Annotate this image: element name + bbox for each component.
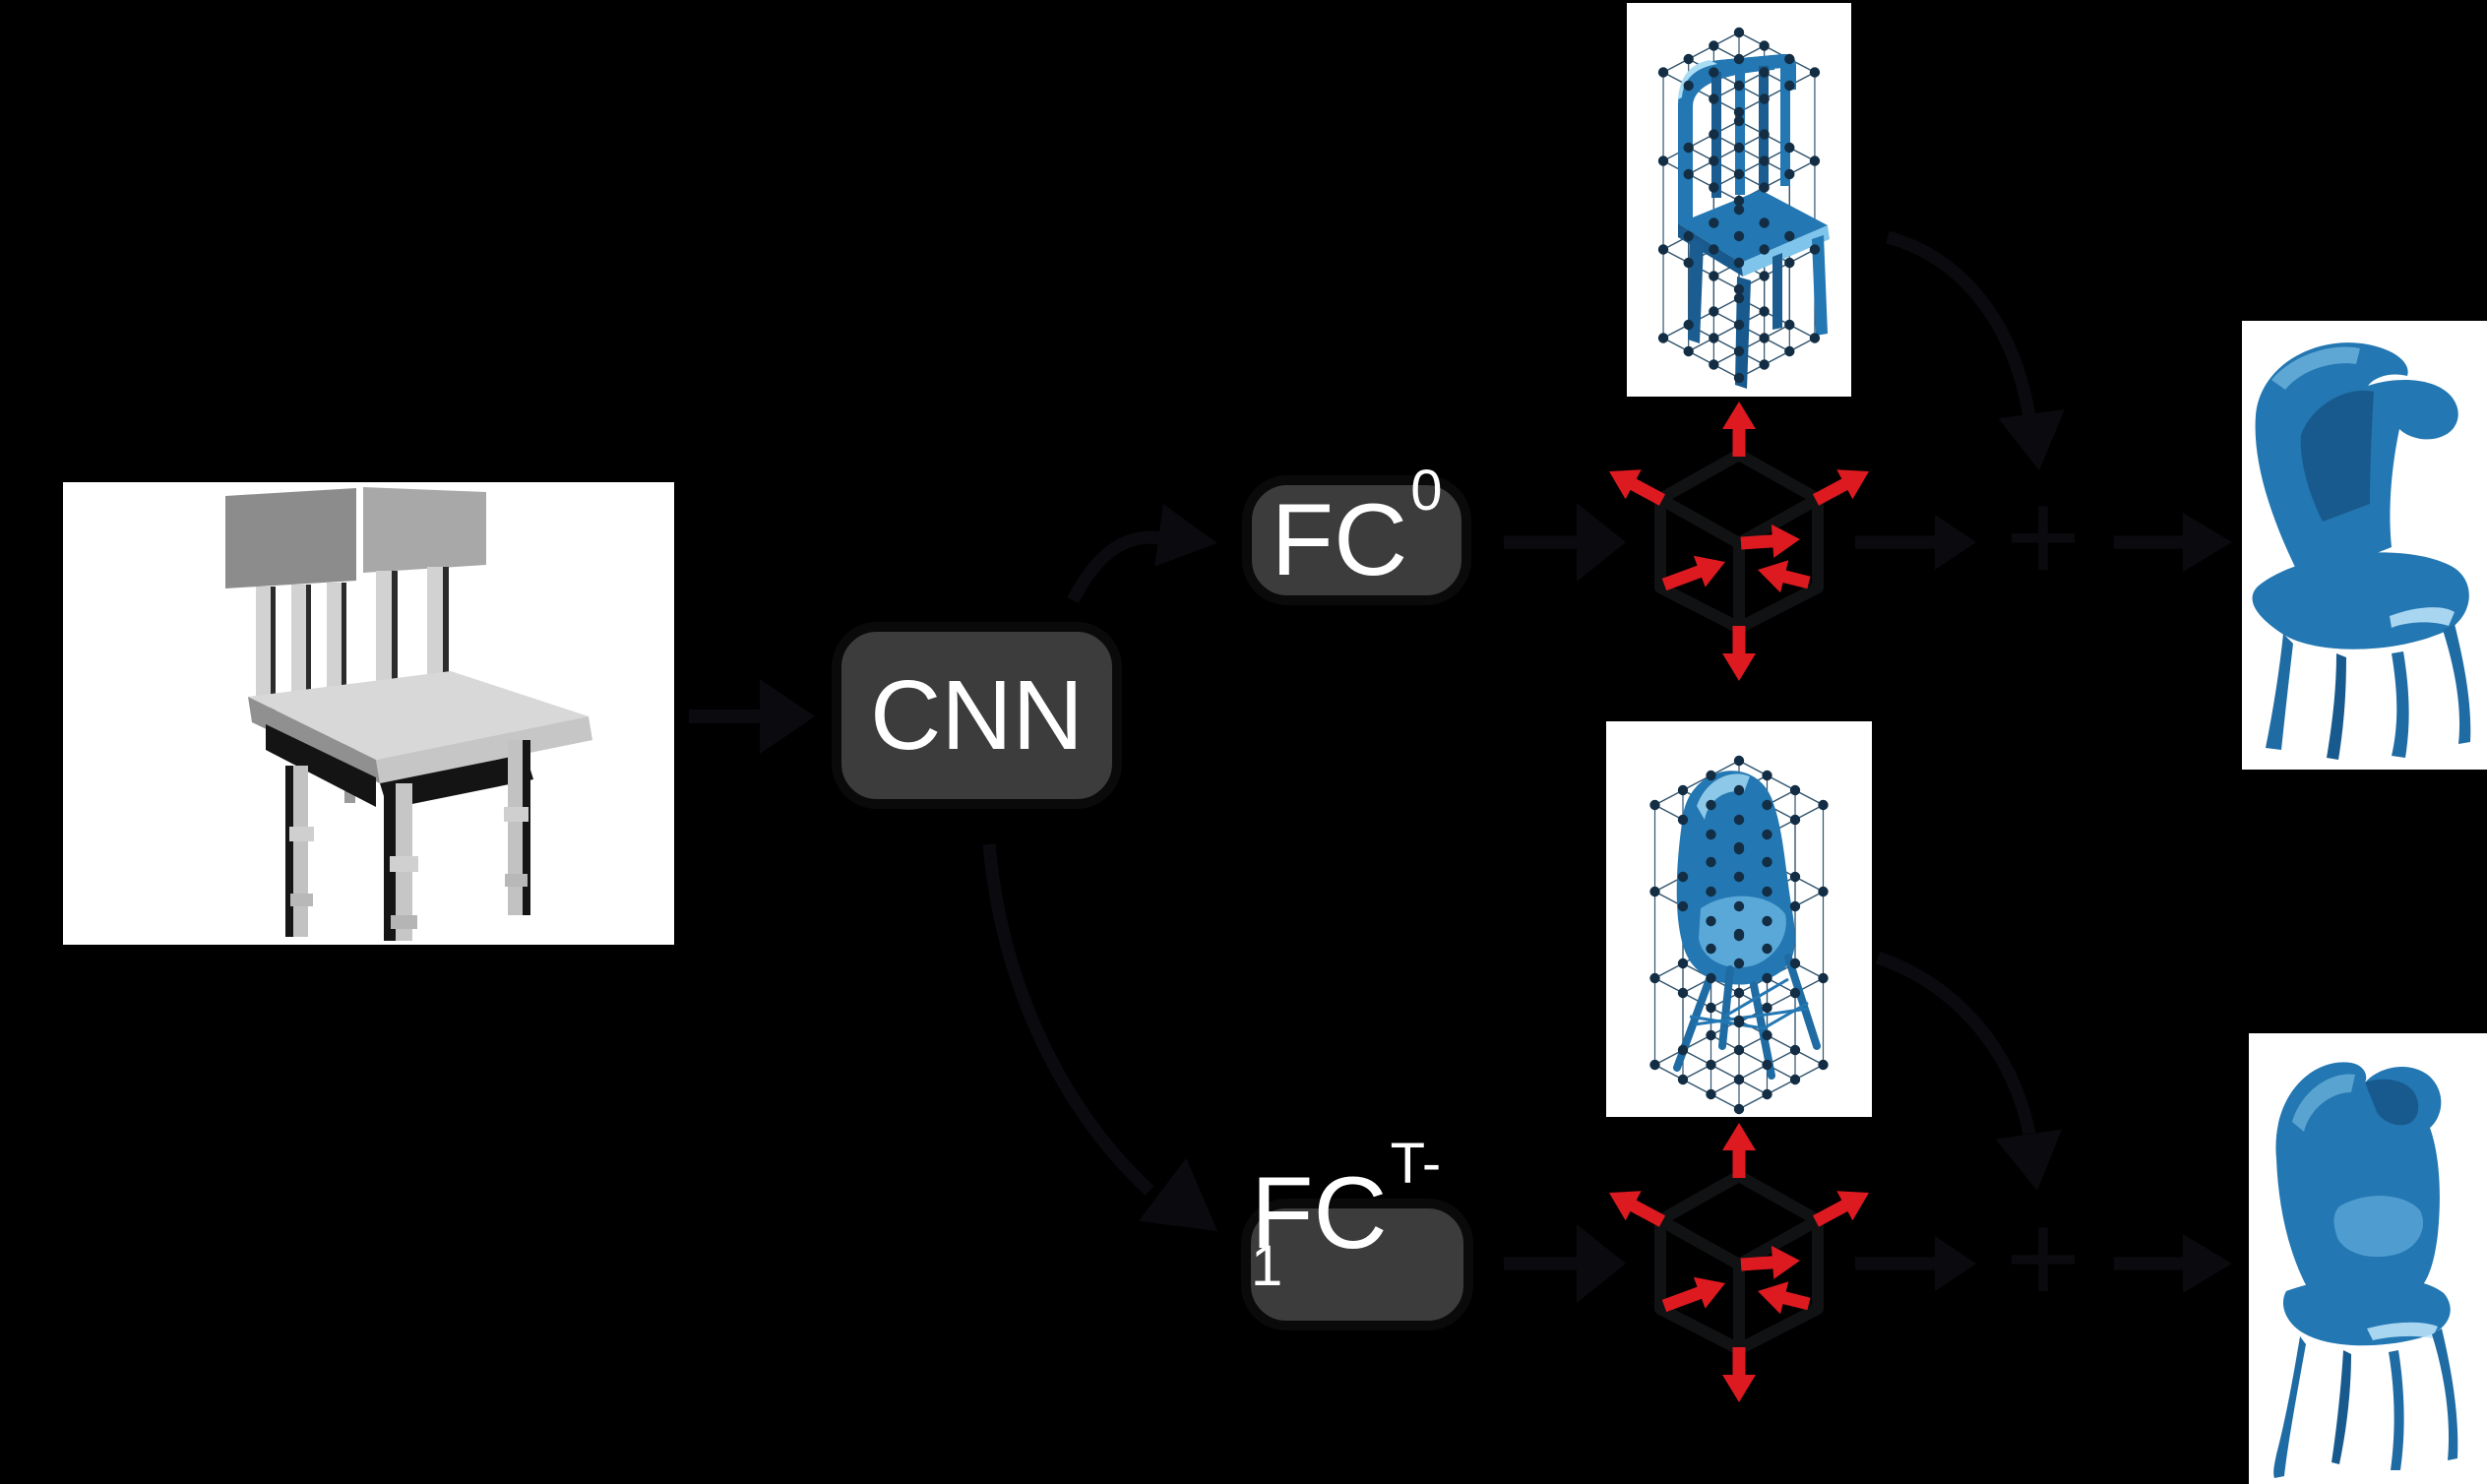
fc0-box: FC0 xyxy=(1242,463,1471,605)
plus-operator-bottom: + xyxy=(2005,1185,2082,1330)
fct-1-superscript: T-1 xyxy=(1251,1132,1442,1299)
fc0-label: FC xyxy=(1271,483,1408,597)
template-image-bottom-panel xyxy=(1606,721,1872,1117)
lattice-slat-chair xyxy=(1657,27,1830,389)
lattice-shell-chair xyxy=(1649,755,1829,1115)
output-image-bottom-panel xyxy=(2249,1033,2487,1484)
plus-operator-top: + xyxy=(2005,464,2082,609)
cnn-box: CNN xyxy=(832,622,1122,809)
deformed-chair-render-top xyxy=(2252,342,2471,760)
fc0-superscript: 0 xyxy=(1410,459,1443,524)
fct-1-label: FC xyxy=(1251,1156,1388,1270)
deformed-chair-render-bottom xyxy=(2273,1062,2458,1478)
cnn-label: CNN xyxy=(870,660,1084,771)
fct-1-box: FCT-1 xyxy=(1241,1136,1473,1330)
deformation-cube-top xyxy=(1609,402,1869,681)
deformation-cube-bottom xyxy=(1609,1123,1869,1402)
template-image-top-panel xyxy=(1627,3,1851,397)
output-image-top-panel xyxy=(2242,321,2487,770)
gray-chair-render xyxy=(225,487,592,941)
input-image-panel xyxy=(63,482,674,945)
